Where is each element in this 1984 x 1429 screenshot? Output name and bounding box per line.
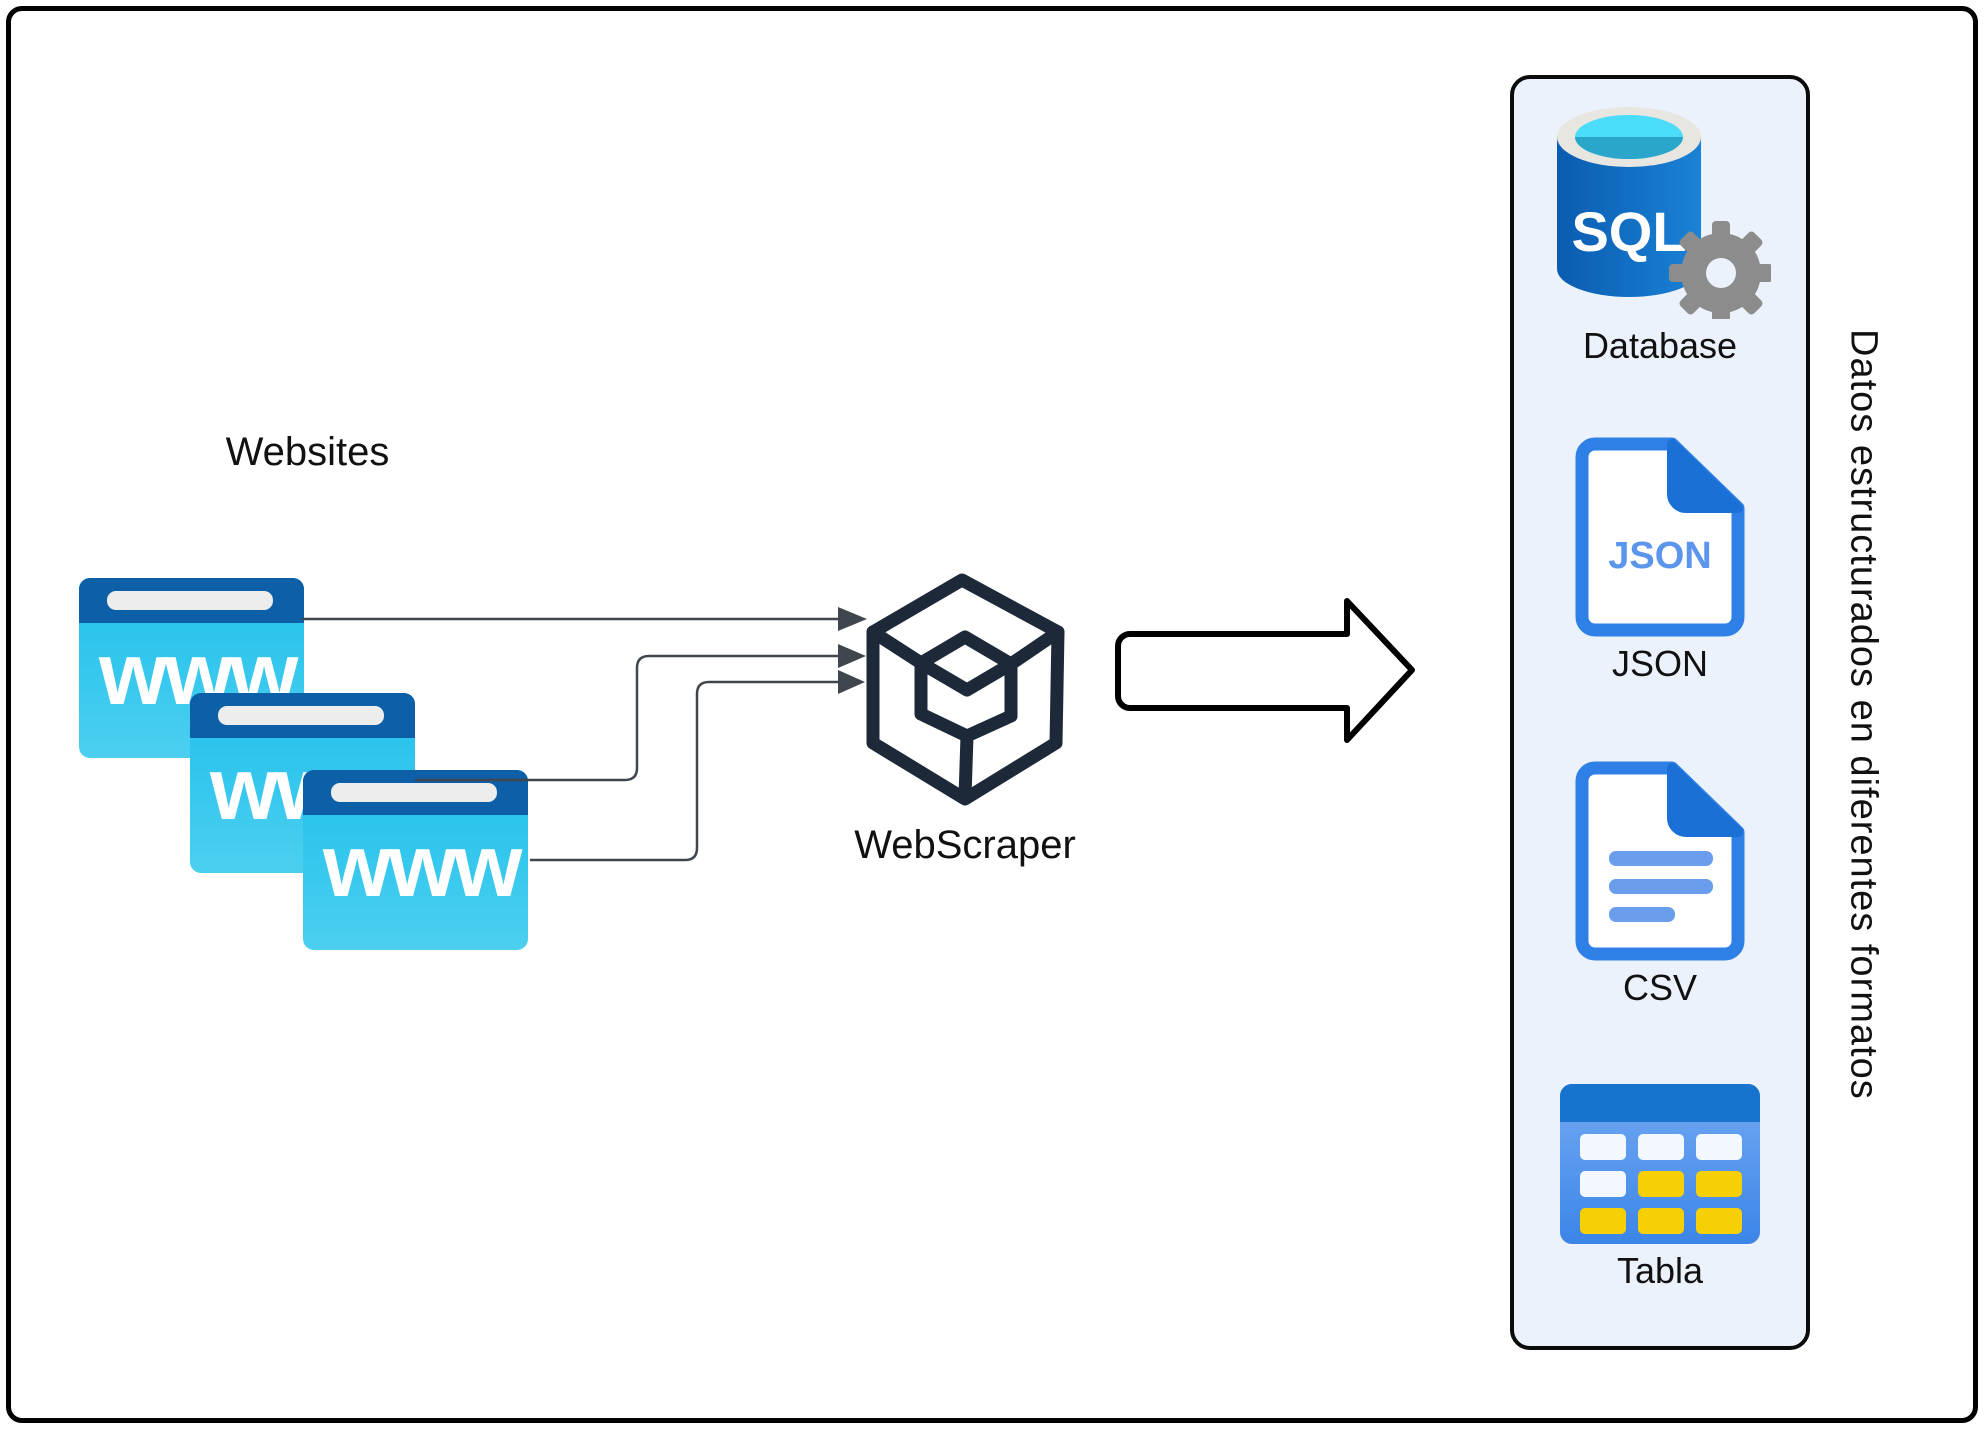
- output-label: Tabla: [1616, 1250, 1704, 1291]
- side-label: Datos estructurados en diferentes format…: [1842, 329, 1885, 1100]
- json-file-icon: JSON: [1575, 437, 1745, 637]
- connector-line-3: [530, 680, 840, 862]
- browser-titlebar: [303, 770, 528, 815]
- webscraper-label: WebScraper: [854, 823, 1076, 867]
- output-item-tabla: Tabla: [1514, 1084, 1806, 1292]
- table-icon: [1560, 1084, 1760, 1244]
- webscraper-cube-icon: [866, 573, 1065, 806]
- sql-database-icon: SQL: [1557, 107, 1771, 319]
- browser-titlebar: [79, 578, 304, 623]
- arrowhead-icon: [838, 670, 865, 694]
- browser-titlebar: [190, 693, 415, 738]
- output-item-json: JSON JSON: [1514, 437, 1806, 685]
- address-bar: [218, 706, 384, 725]
- www-text: www: [323, 816, 522, 915]
- flow-arrow-icon: [1115, 598, 1415, 743]
- address-bar: [107, 591, 273, 610]
- output-label: CSV: [1622, 967, 1698, 1008]
- gear-icon: [1669, 221, 1771, 319]
- output-item-csv: CSV: [1514, 761, 1806, 1009]
- address-bar: [331, 783, 497, 802]
- websites-group-label: Websites: [225, 430, 390, 474]
- outputs-panel: SQL Database: [1510, 75, 1810, 1350]
- svg-text:JSON: JSON: [1608, 535, 1711, 577]
- output-label: JSON: [1611, 643, 1708, 684]
- csv-file-icon: [1575, 761, 1745, 961]
- arrowhead-icon: [838, 644, 866, 668]
- svg-text:SQL: SQL: [1571, 200, 1686, 263]
- output-item-database: SQL Database: [1514, 101, 1806, 367]
- browser-window-icon: www: [303, 770, 528, 950]
- arrowhead-icon: [838, 607, 867, 631]
- connector-line-2: [415, 654, 840, 782]
- output-label: Database: [1582, 325, 1738, 366]
